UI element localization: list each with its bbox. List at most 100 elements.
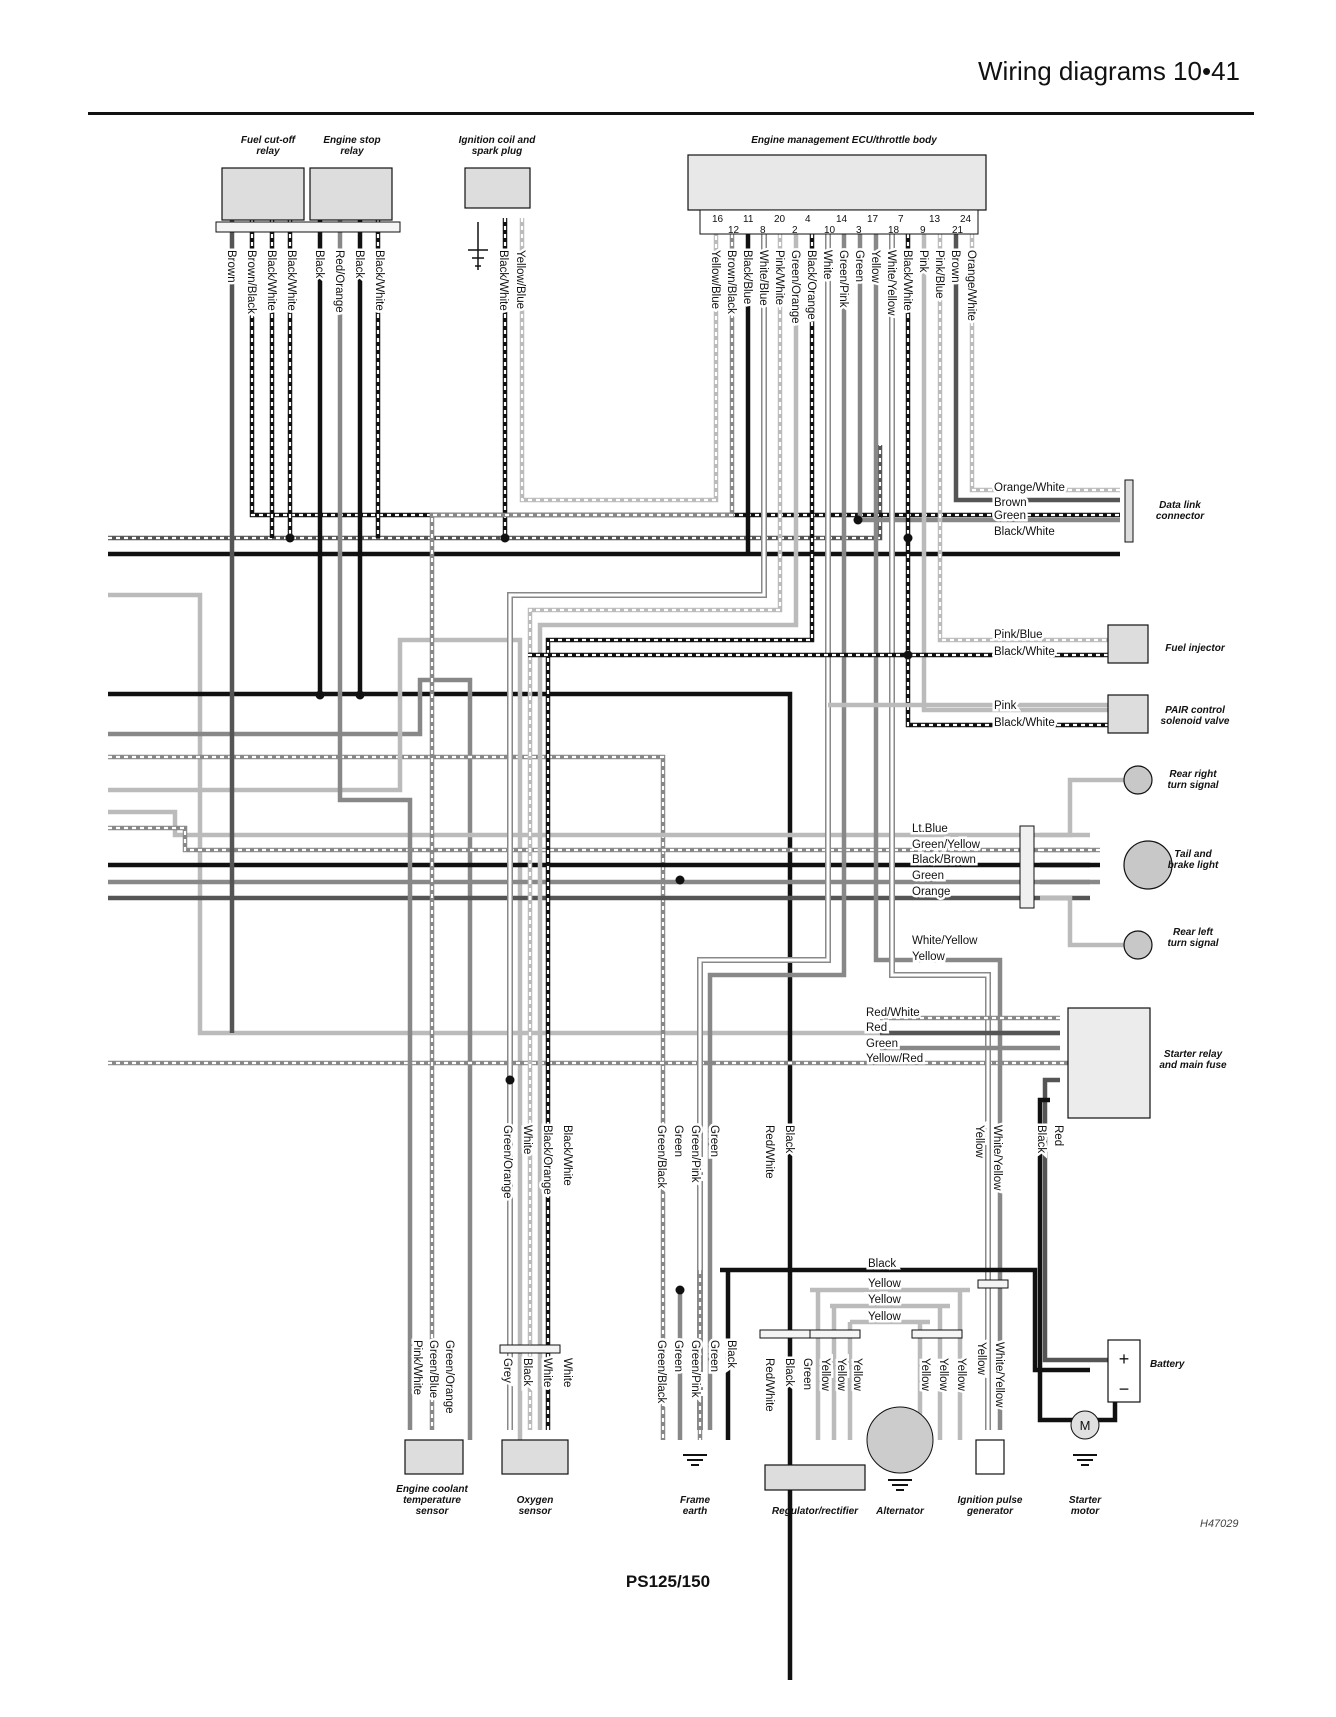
oxygen-upper-wire-label: White [521,1125,533,1154]
ecu-pin-top: 14 [836,214,848,225]
pulse-upper-wire-label: White/Yellow [991,1125,1003,1191]
relay-wire-label: Black/White [285,250,297,311]
junction-dot [675,1285,685,1295]
rear-left-turn-label: Rear left [1173,927,1214,938]
alternator-bus-wire-label: Yellow [868,1294,902,1306]
battery-wire-label: Red [1052,1125,1064,1146]
starter-feed-wire-label: Yellow/Red [866,1053,923,1065]
relay-wire-label: Black [313,250,325,278]
starter-feed-wire-label: Green [866,1038,898,1050]
oxygen-sensor-label: sensor [519,1506,553,1517]
oxygen-sensor-label: Oxygen [517,1495,554,1506]
junction-dot [675,875,685,885]
relay-wire-label: Black [353,250,365,278]
coolant-sensor-box [404,1439,464,1475]
tail-brake-lamp [1123,840,1173,890]
data-link-wire-label: Brown [994,497,1027,509]
ecu-pin-bottom: 8 [760,225,766,236]
reg-upper-wire-label: Red/White [763,1125,775,1179]
wire-6-trace [108,755,665,1440]
earth-lower-wire-label: Green/Black [655,1340,667,1404]
relay-wire-label: Brown/Black [245,250,257,314]
junction-dot [285,533,295,543]
pulse-generator-label: generator [966,1506,1014,1517]
ecu-pin-top: 7 [898,214,904,225]
pair-valve-label: PAIR control [1165,705,1225,716]
ignition-wire-label: Black/White [497,250,509,311]
engine-stop-relay-box [309,167,393,221]
wire-3 [108,592,1060,1036]
coolant-lower-wire-label: Pink/White [411,1340,423,1395]
battery-label: Battery [1150,1359,1185,1370]
alternator-symbol [866,1406,934,1474]
pulse-generator-label: Ignition pulse [958,1495,1023,1506]
relay-wire-label: Brown [225,250,237,283]
wire-32 [857,218,1120,523]
ecu-box [687,154,987,211]
alternator-bus-wire-label: Black [868,1258,896,1270]
ecu-pin-top: 11 [743,214,754,225]
wire-4 [108,691,793,1680]
relay-wire-label: Black/White [265,250,277,311]
pulse-generator-box [975,1439,1005,1475]
wire-26-core [508,218,766,1430]
alt-lower-wire-label: Yellow [955,1358,967,1392]
rear-left-turn-label: turn signal [1167,938,1218,949]
ignition-earth-symbol [468,222,488,270]
coolant-sensor-label: temperature [403,1495,461,1506]
wire-53 [720,1267,1090,1373]
wire-39-trace [970,218,1120,492]
lighting-wire-label: Black/Brown [912,854,976,866]
earth-lower-wire-label: Green [672,1340,684,1372]
ecu-connector [699,209,979,235]
ecu-pin-top: 24 [960,214,972,225]
starter-feed-wire-label: Red/White [866,1007,920,1019]
ecu-pin-top: 17 [867,214,879,225]
battery-plus-icon: + [1119,1349,1130,1369]
relay-wire-label: Red/Orange [333,250,345,313]
pair-valve-wire-label: Black/White [994,717,1055,729]
ecu-wire-label: Pink/Blue [933,250,945,299]
engine-stop-relay-label: Engine stop [323,135,380,146]
wire-1-trace [108,445,882,540]
starter-motor-label: motor [1071,1506,1100,1517]
ecu-wire-label: White [821,250,833,279]
ecu-pin-bottom: 18 [888,225,900,236]
relay-wire-label: Black/White [373,250,385,311]
wire-6 [108,754,666,1440]
rear-right-turn-label: Rear right [1169,769,1217,780]
frame-earth-icon [683,1454,707,1466]
data-link-wire-label: Black/White [994,526,1055,538]
wire-46 [1040,895,1125,948]
ecu-pin-bottom: 2 [792,225,798,236]
junction-dot [500,533,510,543]
wire-28 [537,218,799,1430]
ecu-wire-label: Yellow [869,250,881,284]
wire-7 [108,637,523,1440]
wire-42 [1040,777,1125,838]
starter-motor-label: Starter [1069,1495,1102,1506]
reg-lower-wire-label: Green [801,1358,813,1390]
coolant-sensor-label: sensor [416,1506,450,1517]
data-link-label: Data link [1159,500,1201,511]
regulator-box [764,1464,866,1491]
wire-29-trace [546,218,814,1430]
wires [108,218,1132,1680]
ignition-coil-box [464,167,531,209]
tail-brake-label: Tail and [1174,849,1212,860]
fuel-injector-wire-label: Pink/Blue [994,629,1043,641]
frame-earth-label: earth [683,1506,707,1517]
components: +−M [215,154,1173,1491]
data-link-wire-label: Orange/White [994,482,1065,494]
earth-lower-wire-label: Black [725,1340,737,1368]
ecu-pin-bottom: 3 [856,225,862,236]
fuel-cutoff-relay-box [221,167,305,221]
pair-valve-wire-label: Pink [994,700,1017,712]
oxygen-lower-wire-label: Grey [501,1358,513,1383]
ecu-wire-label: Brown [949,250,961,283]
reg-upper-wire-label: Black [783,1125,795,1153]
starter-relay-label: and main fuse [1159,1060,1227,1071]
pair-valve-box [1107,694,1149,734]
oxygen-upper-wire-label: Green/Orange [501,1125,513,1199]
